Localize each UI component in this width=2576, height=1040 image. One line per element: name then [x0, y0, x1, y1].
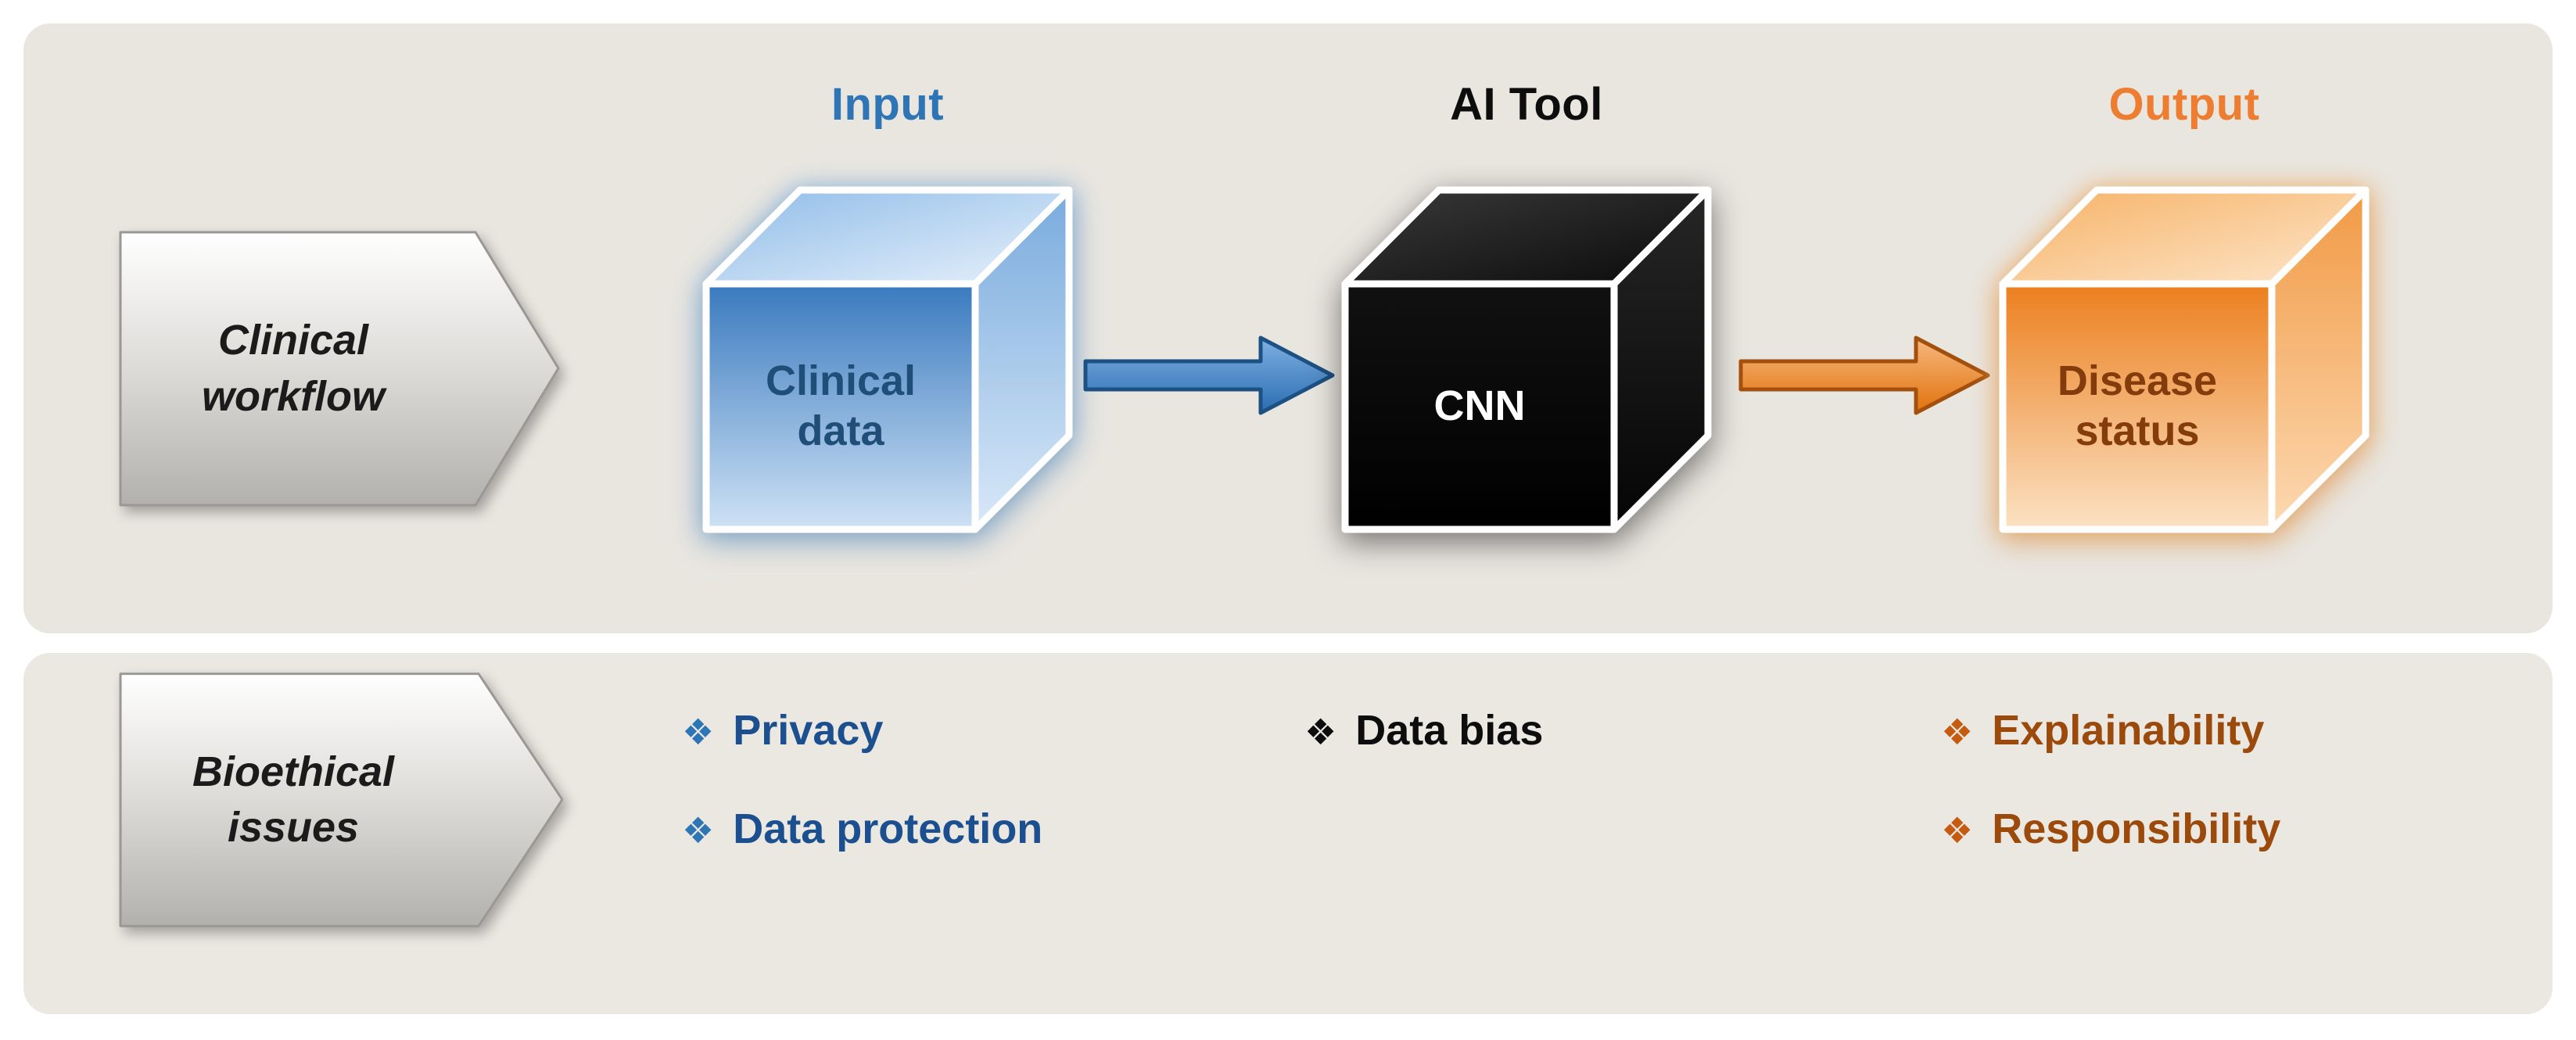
bioethics-item-data-protection: ❖ Data protection — [682, 801, 1042, 857]
ai-tool-cube-label: CNN — [1433, 382, 1526, 430]
diamond-bullet-icon: ❖ — [1941, 712, 1974, 752]
bioethics-item-data-bias: ❖ Data bias — [1304, 702, 1543, 758]
diamond-bullet-icon: ❖ — [1941, 810, 1974, 851]
bioethical-issues-arrow-shape-icon — [119, 672, 564, 927]
bioethical-issues-label: Bioethical issues — [117, 671, 469, 929]
ai-to-output-arrow-polygon — [1738, 335, 1990, 415]
bioethical-issues-label-line2: issues — [227, 804, 360, 851]
bioethics-item-explainability: ❖ Explainability — [1941, 702, 2264, 758]
bioethical-issues-arrow-polygon — [119, 672, 564, 927]
bioethics-item-label: Data protection — [733, 805, 1043, 852]
input-cube-icon — [702, 186, 1073, 533]
clinical-workflow-arrow-polygon — [119, 231, 560, 507]
input-to-ai-arrow-icon — [1083, 335, 1335, 415]
bioethics-item-label: Responsibility — [1992, 805, 2281, 852]
bioethics-item-label: Privacy — [733, 707, 884, 754]
ai-tool-cube-icon — [1341, 186, 1712, 533]
clinical-workflow-label-line1: Clinical — [217, 317, 369, 364]
input-cube-front-face — [702, 280, 979, 533]
bioethics-item-privacy: ❖ Privacy — [682, 702, 883, 758]
diamond-bullet-icon: ❖ — [682, 712, 715, 752]
ai-tool-cube-front-face — [1341, 280, 1618, 533]
clinical-workflow-label: Clinical workflow — [117, 229, 469, 508]
clinical-workflow-tag: Clinical workflow — [117, 229, 563, 508]
clinical-workflow-arrow-shape-icon — [119, 231, 560, 507]
diamond-bullet-icon: ❖ — [1304, 712, 1337, 752]
bioethics-item-label: Data bias — [1355, 707, 1544, 754]
input-header: Input — [831, 79, 945, 130]
output-header: Output — [2108, 79, 2260, 130]
bioethical-issues-label-line1: Bioethical — [192, 748, 395, 795]
bioethics-item-responsibility: ❖ Responsibility — [1941, 801, 2280, 857]
ai-tool-header: AI Tool — [1450, 79, 1603, 130]
output-cube-icon — [1999, 186, 2370, 533]
input-cube-label: Clinical data — [765, 357, 917, 454]
output-cube-front-face — [1999, 280, 2276, 533]
diamond-bullet-icon: ❖ — [682, 810, 715, 851]
ai-to-output-arrow-icon — [1738, 335, 1990, 415]
bioethical-issues-tag: Bioethical issues — [117, 671, 567, 929]
clinical-workflow-label-line2: workflow — [201, 372, 385, 420]
output-cube-label: Disease status — [2057, 357, 2218, 454]
bioethics-item-label: Explainability — [1992, 707, 2265, 754]
input-to-ai-arrow-polygon — [1083, 335, 1335, 415]
